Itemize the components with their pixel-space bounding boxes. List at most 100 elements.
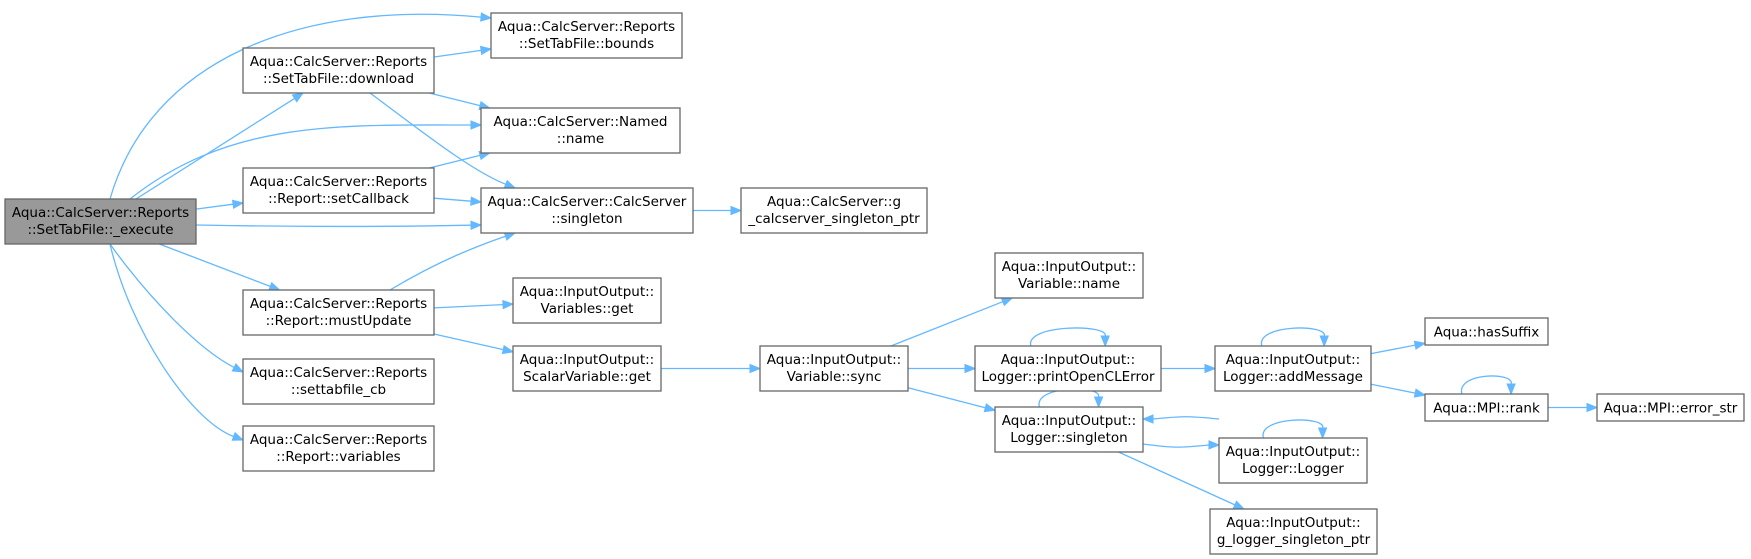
edge-line	[1370, 344, 1416, 355]
node-glogger[interactable]: Aqua::InputOutput::g_logger_singleton_pt…	[1209, 508, 1378, 555]
node-label-line: Aqua::InputOutput::	[1226, 352, 1360, 368]
edge-mpirank-to-errstr	[1548, 402, 1599, 413]
node-printocl[interactable]: Aqua::InputOutput::Logger::printOpenCLEr…	[974, 345, 1162, 392]
node-box	[242, 358, 435, 405]
node-label-line: Variables::get	[541, 301, 634, 317]
node-lsingle[interactable]: Aqua::InputOutput::Logger::singleton	[994, 406, 1144, 453]
node-label-line: Aqua::InputOutput::	[520, 352, 654, 368]
edge-line	[1262, 419, 1324, 439]
node-label-line: Logger::Logger	[1242, 461, 1344, 477]
node-label-line: Variable::sync	[787, 369, 882, 385]
arrowhead	[1413, 388, 1427, 398]
edge-line	[1370, 383, 1416, 394]
node-label-line: Aqua::MPI::rank	[1433, 401, 1540, 417]
node-label-line: Aqua::MPI::error_str	[1604, 401, 1738, 417]
arrowhead	[1204, 363, 1217, 374]
node-box	[242, 167, 435, 214]
node-box	[242, 425, 435, 472]
edge-line	[429, 92, 481, 107]
node-box	[759, 345, 909, 392]
arrowhead	[1100, 335, 1110, 348]
node-label-line: ::name	[557, 131, 604, 147]
edge-addmsg-to-hassuffix	[1370, 340, 1427, 355]
edge-line	[135, 97, 295, 200]
node-addmsg[interactable]: Aqua::InputOutput::Logger::addMessage	[1214, 345, 1372, 392]
edge-logger-to-logger	[1262, 419, 1328, 440]
node-gcalc[interactable]: Aqua::CalcServer::g_calcserver_singleton…	[740, 187, 928, 234]
arrowhead	[1586, 402, 1599, 413]
node-varname[interactable]: Aqua::InputOutput::Variable::name	[994, 252, 1144, 299]
node-varsget[interactable]: Aqua::InputOutput::Variables::get	[512, 277, 662, 324]
arrowhead	[470, 196, 483, 206]
node-named[interactable]: Aqua::CalcServer::Named::name	[480, 107, 681, 154]
arrowhead	[503, 179, 517, 189]
node-label-line: Aqua::InputOutput::	[1226, 444, 1360, 460]
node-bounds[interactable]: Aqua::CalcServer::Reports::SetTabFile::b…	[490, 12, 683, 59]
edge-lsingle-to-lsingle	[1038, 388, 1104, 409]
edge-varsync-to-lsingle	[907, 387, 997, 413]
arrowhead	[480, 12, 493, 22]
node-varsync[interactable]: Aqua::InputOutput::Variable::sync	[759, 345, 909, 392]
node-logger[interactable]: Aqua::InputOutput::Logger::Logger	[1218, 437, 1368, 484]
edge-printocl-to-addmsg	[1161, 363, 1217, 374]
node-mustupd[interactable]: Aqua::CalcServer::Reports::Report::mustU…	[242, 289, 435, 336]
node-csingle[interactable]: Aqua::CalcServer::CalcServer::singleton	[480, 187, 694, 234]
edge-line	[1261, 327, 1325, 347]
edge-root-to-csingle	[195, 220, 483, 230]
edge-csingle-to-gcalc	[693, 205, 743, 216]
edge-line	[433, 197, 472, 202]
node-box	[994, 406, 1144, 453]
edges-layer	[109, 12, 1599, 510]
edge-line	[1152, 416, 1220, 420]
node-label-line: Aqua::CalcServer::CalcServer	[488, 194, 687, 210]
arrowhead	[501, 344, 515, 355]
node-label-line: ::singleton	[551, 211, 622, 227]
edge-line	[109, 243, 234, 438]
node-label-line: Variable::name	[1018, 276, 1120, 292]
edge-line	[433, 49, 482, 58]
node-scalget[interactable]: Aqua::InputOutput::ScalarVariable::get	[512, 345, 662, 392]
node-label-line: Aqua::InputOutput::	[767, 352, 901, 368]
node-box	[1214, 345, 1372, 392]
node-label-line: Aqua::CalcServer::Reports	[250, 54, 427, 70]
node-root: Aqua::CalcServer::Reports::SetTabFile::_…	[4, 198, 197, 245]
edge-line	[433, 303, 504, 309]
node-mpirank[interactable]: Aqua::MPI::rank	[1424, 393, 1549, 422]
edge-line	[129, 124, 472, 200]
arrowhead	[502, 299, 515, 310]
edge-printocl-to-printocl	[1030, 327, 1110, 348]
node-label-line: Aqua::InputOutput::	[520, 284, 654, 300]
node-box	[490, 12, 683, 59]
node-download[interactable]: Aqua::CalcServer::Reports::SetTabFile::d…	[242, 47, 435, 94]
arrowhead	[1506, 383, 1516, 396]
nodes-layer: Aqua::CalcServer::Reports::SetTabFile::_…	[4, 12, 1745, 555]
node-errstr[interactable]: Aqua::MPI::error_str	[1596, 393, 1745, 422]
node-label-line: ::SetTabFile::_execute	[27, 222, 173, 238]
node-box	[480, 107, 681, 154]
arrowhead	[470, 120, 483, 130]
edge-root-to-mustupd	[159, 243, 281, 291]
edge-varsync-to-varname	[890, 297, 1014, 347]
node-label-line: g_logger_singleton_ptr	[1217, 532, 1371, 548]
node-hassuffix[interactable]: Aqua::hasSuffix	[1424, 317, 1549, 346]
edge-download-to-named	[429, 92, 492, 111]
edge-setcb-to-csingle	[433, 196, 483, 206]
node-settabcb[interactable]: Aqua::CalcServer::Reports::settabfile_cb	[242, 358, 435, 405]
arrowhead	[964, 363, 977, 374]
node-box	[740, 187, 928, 234]
node-setcb[interactable]: Aqua::CalcServer::Reports::Report::setCa…	[242, 167, 435, 214]
arrowhead	[1319, 335, 1329, 348]
node-box	[480, 187, 694, 234]
arrowhead	[231, 362, 245, 373]
arrowhead	[1141, 414, 1154, 424]
arrowhead	[749, 363, 762, 374]
node-box	[512, 277, 662, 324]
node-label-line: ScalarVariable::get	[523, 369, 651, 385]
edge-mustupd-to-scalget	[433, 333, 515, 355]
edge-root-to-named	[129, 120, 483, 200]
edge-line	[907, 387, 986, 409]
node-label-line: Aqua::CalcServer::Named	[494, 114, 668, 130]
node-repvars[interactable]: Aqua::CalcServer::Reports::Report::varia…	[242, 425, 435, 472]
node-label-line: Aqua::CalcServer::Reports	[498, 19, 675, 35]
edge-lsingle-to-logger	[1142, 440, 1221, 450]
